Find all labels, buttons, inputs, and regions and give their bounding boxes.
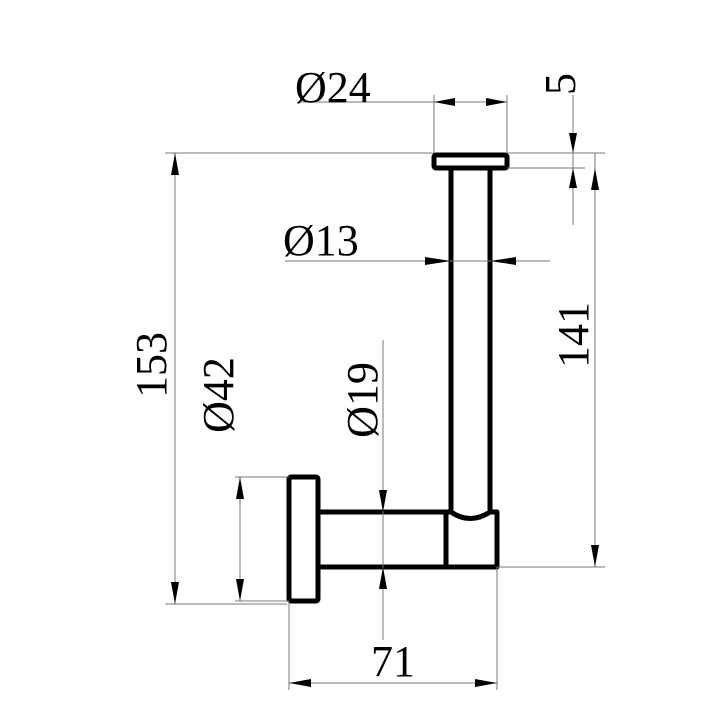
dimension-lines (165, 95, 605, 690)
vertical-stem (448, 168, 493, 510)
horizontal-arm (318, 509, 500, 570)
top-cap (431, 152, 510, 171)
dim-cap-diameter: Ø24 (295, 63, 371, 112)
dim-stem-height: 141 (549, 302, 598, 368)
dim-overall-height: 153 (127, 332, 176, 398)
dim-stem-diameter: Ø13 (283, 216, 359, 265)
toilet-roll-holder-outline (286, 152, 510, 604)
dim-depth: 71 (371, 637, 415, 686)
wall-plate (286, 474, 321, 604)
dim-arm-diameter: Ø19 (338, 362, 387, 438)
dim-plate-diameter: Ø42 (194, 357, 243, 433)
dim-cap-thickness: 5 (536, 73, 585, 95)
